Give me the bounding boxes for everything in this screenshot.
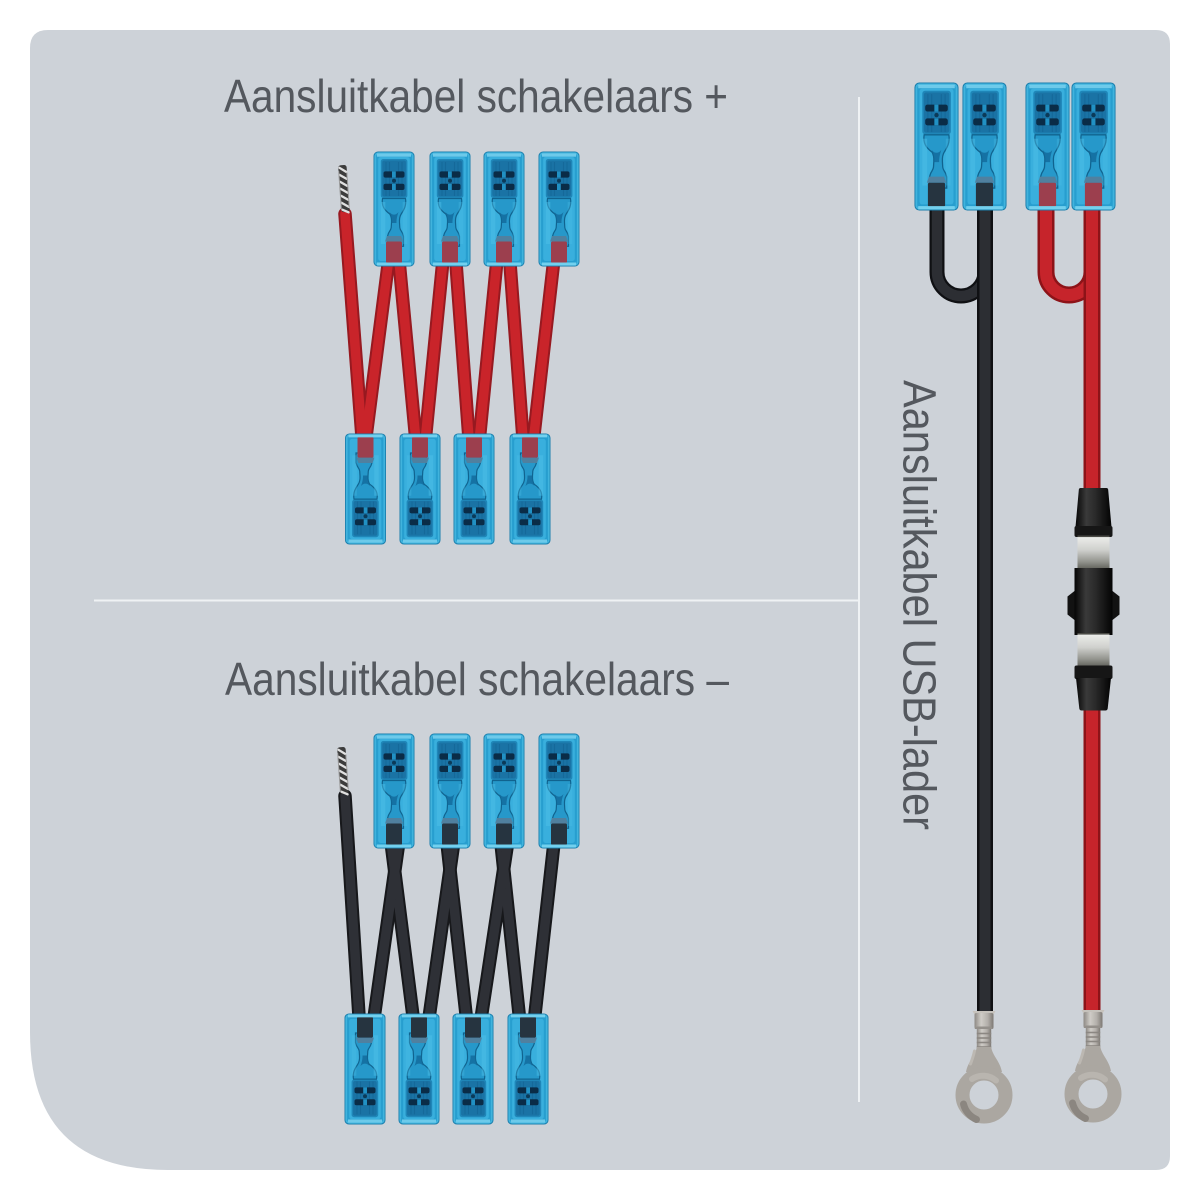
svg-text:Aansluitkabel schakelaars –: Aansluitkabel schakelaars –	[225, 653, 729, 705]
svg-text:Aansluitkabel USB-lader: Aansluitkabel USB-lader	[894, 380, 946, 830]
svg-text:Aansluitkabel schakelaars +: Aansluitkabel schakelaars +	[224, 70, 728, 122]
